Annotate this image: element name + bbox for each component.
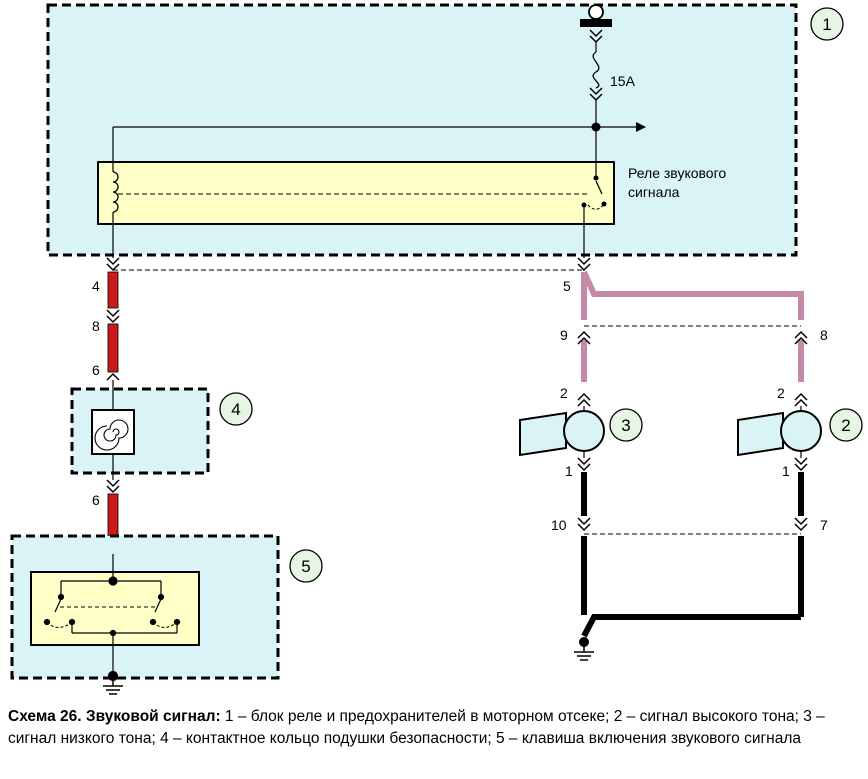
- pink-wire: [581, 270, 804, 382]
- pin-2-low-label: 2: [560, 385, 568, 401]
- fuse-label: 15A: [610, 73, 636, 89]
- ground-icon-left: [103, 680, 123, 695]
- pin-1-high-label: 1: [782, 463, 790, 479]
- pin-9-label: 9: [560, 327, 568, 343]
- ground-icon-right: [574, 637, 594, 661]
- svg-text:5: 5: [301, 557, 310, 576]
- pin-2-high-label: 2: [777, 385, 785, 401]
- airbag-contact-ring-block: [70, 387, 210, 475]
- svg-text:4: 4: [231, 400, 240, 419]
- caption-title: Схема 26. Звуковой сигнал:: [8, 708, 221, 725]
- horn-relay: [97, 161, 615, 225]
- pin-5-label: 5: [563, 278, 571, 294]
- power-terminal-icon: [580, 4, 612, 44]
- black-wire: [581, 472, 804, 638]
- svg-text:3: 3: [621, 416, 630, 435]
- pin-7-label: 7: [820, 517, 828, 533]
- svg-text:1: 1: [822, 15, 831, 34]
- pin-6-upper-label: 6: [92, 362, 100, 378]
- pin-4-label: 4: [92, 278, 100, 294]
- pin-8-right-label: 8: [820, 327, 828, 343]
- figure-caption: Схема 26. Звуковой сигнал: 1 – блок реле…: [8, 706, 860, 750]
- callout-1: 1: [810, 7, 844, 41]
- svg-text:2: 2: [841, 416, 850, 435]
- fuse-15a: 15A: [592, 51, 636, 89]
- horn-low-tone-icon: [519, 406, 605, 457]
- pink-connectors: [577, 330, 808, 407]
- callout-5: 5: [289, 549, 323, 583]
- caption-text: 1 – блок реле и предохранителей в моторн…: [8, 708, 825, 747]
- black-connectors: [577, 457, 808, 532]
- horn-switch-contacts: [43, 576, 181, 682]
- horn-circuit-diagram: 15A Реле звукового сигнала 4 8: [10, 3, 863, 695]
- relay-label-line1: Реле звукового: [628, 165, 726, 181]
- relay-label-line2: сигнала: [628, 184, 680, 200]
- spiral-icon: [94, 419, 129, 451]
- horn-high-tone-icon: [737, 406, 822, 457]
- pin-1-low-label: 1: [565, 463, 573, 479]
- pin-6-lower-label: 6: [92, 492, 100, 508]
- callout-4: 4: [219, 392, 253, 426]
- pin-8-left-label: 8: [92, 318, 100, 334]
- pin-10-label: 10: [551, 517, 567, 533]
- callout-3: 3: [609, 408, 643, 442]
- callout-2: 2: [829, 408, 863, 442]
